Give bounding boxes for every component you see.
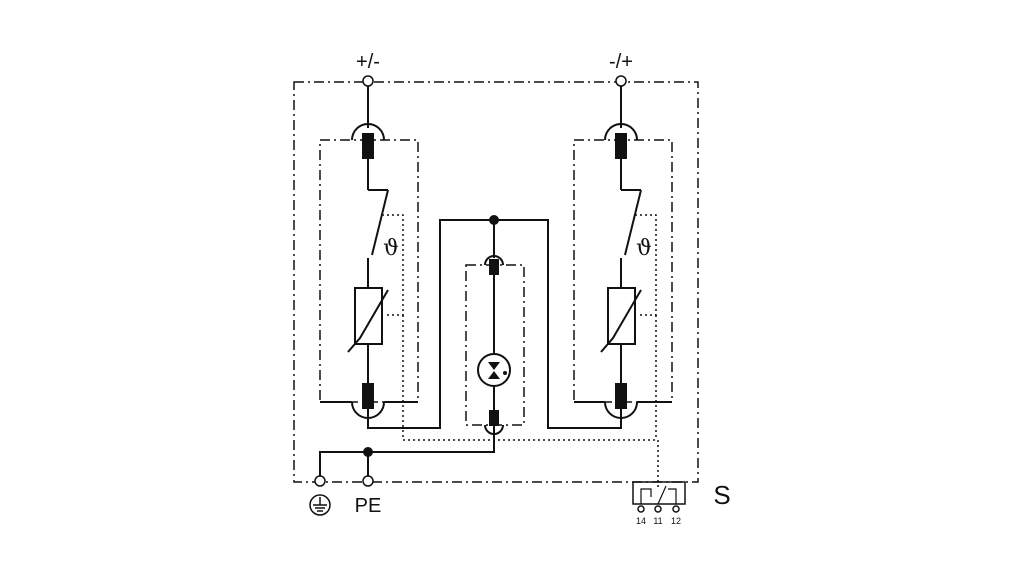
left-module xyxy=(319,86,419,419)
right-module xyxy=(573,86,673,419)
earth-wiring xyxy=(319,447,373,476)
remote-contact-box xyxy=(632,481,686,505)
remote-signal-link xyxy=(402,315,659,490)
right-plug-top xyxy=(604,123,638,141)
remote-pin-label-11: 11 xyxy=(653,516,662,526)
remote-pin-label-12: 12 xyxy=(671,516,681,526)
pe-label: PE xyxy=(355,495,382,517)
center-module xyxy=(367,215,622,453)
left-plug-top xyxy=(351,123,385,141)
terminal-left-top[interactable] xyxy=(362,75,374,87)
remote-pin-11[interactable] xyxy=(654,505,662,513)
terminal-pe[interactable] xyxy=(362,475,374,487)
remote-contact-block: 14 11 12 xyxy=(632,481,686,526)
remote-pin-14[interactable] xyxy=(637,505,645,513)
terminal-right-top[interactable] xyxy=(615,75,627,87)
terminal-right-label: -/+ xyxy=(609,51,633,73)
right-varistor-icon xyxy=(607,287,636,345)
remote-contact-label: S xyxy=(713,480,730,510)
left-varistor-icon xyxy=(354,287,383,345)
left-thermal-symbol: ϑ xyxy=(383,236,399,261)
right-thermal-symbol: ϑ xyxy=(636,236,652,261)
housing-frame xyxy=(293,81,699,483)
right-module-frame xyxy=(573,139,673,403)
terminal-left-label: +/- xyxy=(356,51,380,73)
terminal-earth[interactable] xyxy=(314,475,326,487)
earth-ground-icon xyxy=(309,494,331,516)
remote-pin-12[interactable] xyxy=(672,505,680,513)
remote-pin-label-14: 14 xyxy=(636,516,646,526)
